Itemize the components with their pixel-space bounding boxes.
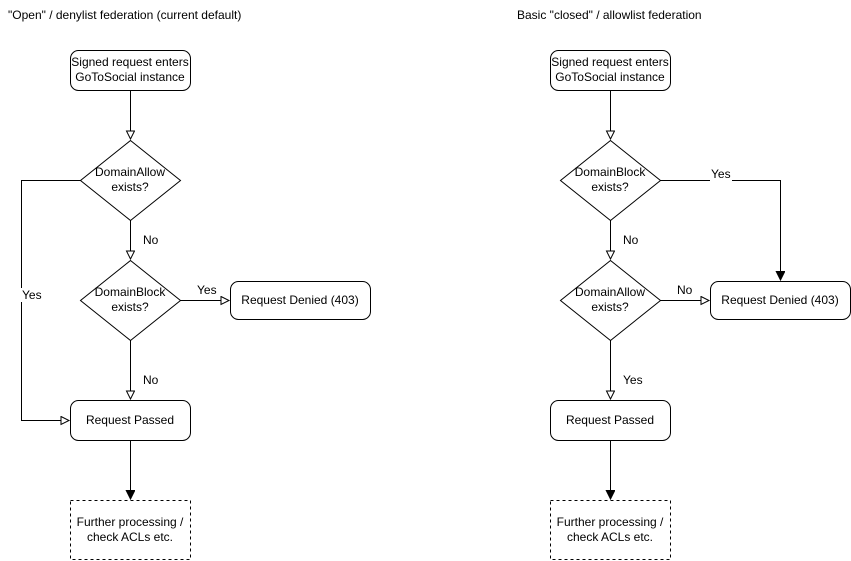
- right-passed-node: [550, 400, 671, 441]
- left-chart-title: "Open" / denylist federation (current de…: [8, 8, 242, 22]
- left-denied-node: [230, 281, 371, 320]
- right-denied-node: [710, 281, 851, 320]
- right-decision1-diamond: [559, 139, 662, 222]
- right-further-node: [550, 500, 671, 560]
- left-passed-node: [70, 400, 191, 441]
- right-decision2-diamond: [559, 259, 662, 342]
- left-edge-decision1-yes: [21, 180, 81, 421]
- right-edge-decision1-yes: [660, 180, 781, 281]
- right-chart-title: Basic "closed" / allowlist federation: [517, 8, 702, 22]
- left-decision2-diamond: [79, 259, 182, 342]
- right-start-node: [550, 50, 671, 91]
- left-decision1-diamond: [79, 139, 182, 222]
- left-start-node: [70, 50, 191, 91]
- left-further-node: [70, 500, 191, 560]
